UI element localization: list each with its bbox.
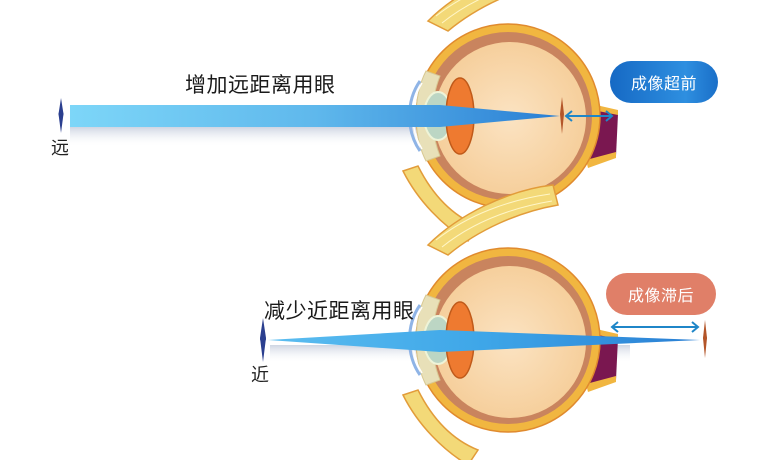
double-arrow-icon <box>564 110 614 122</box>
light-beam <box>70 105 560 127</box>
panel-1-title: 增加远距离用眼 <box>185 73 336 97</box>
panel-2-distance-label: 近 <box>251 365 269 386</box>
status-badge-focus-ahead: 成像超前 <box>630 74 697 93</box>
panel-2-title: 减少近距离用眼 <box>264 299 415 323</box>
panel-1-distance-label: 远 <box>51 138 69 159</box>
panel-far-vision <box>58 0 718 243</box>
panel-near-vision <box>260 183 716 460</box>
status-badge-focus-behind: 成像滞后 <box>627 286 694 305</box>
focus-marker-icon <box>560 97 564 134</box>
beam-shadow <box>70 127 460 147</box>
double-arrow-icon <box>610 321 700 333</box>
light-beam <box>268 330 700 352</box>
eye-illustration <box>401 183 620 460</box>
